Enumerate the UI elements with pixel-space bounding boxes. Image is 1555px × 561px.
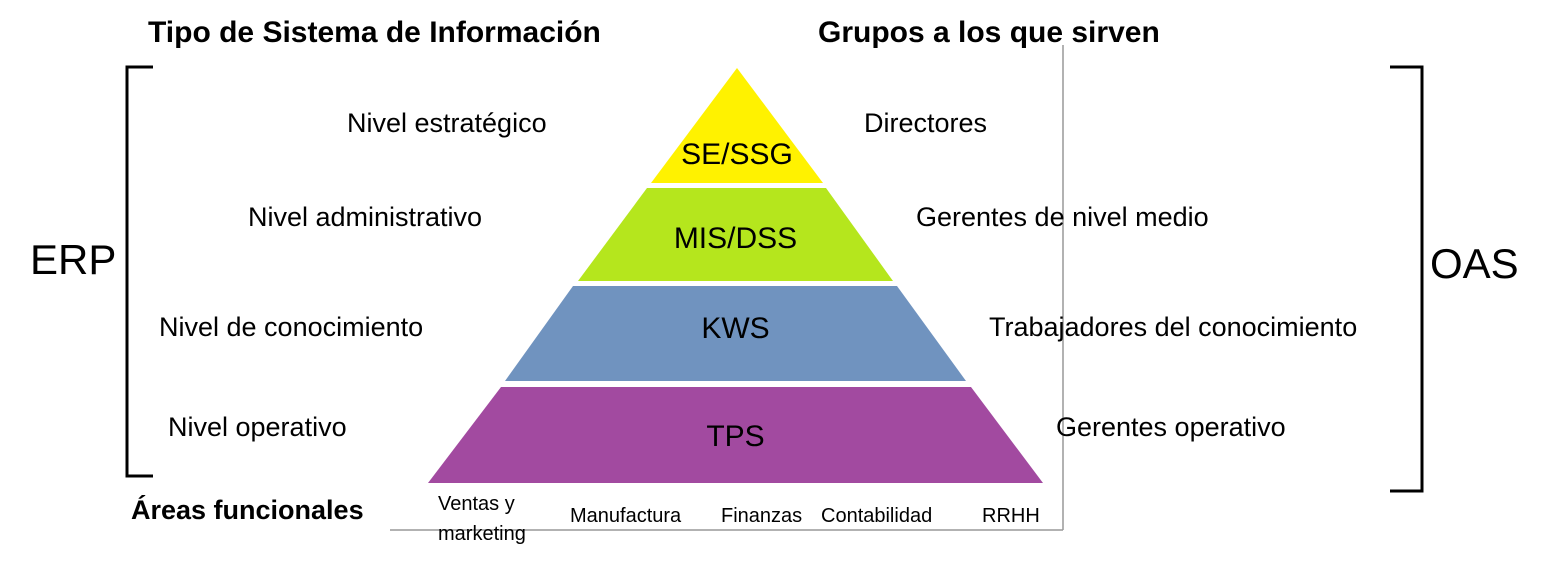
tier-label-mis-dss: MIS/DSS [673, 222, 798, 255]
tier-label-se-ssg: SE/SSG [681, 138, 793, 171]
area-finance: Finanzas [721, 505, 803, 527]
area-hr: RRHH [982, 505, 1040, 527]
header-groups-served: Grupos a los que sirven [818, 16, 1160, 49]
oas-label: OAS [1430, 240, 1519, 287]
level-strategic: Nivel estratégico [347, 108, 547, 138]
header-system-type: Tipo de Sistema de Información [148, 16, 601, 49]
area-sales-marketing: Ventas y marketing [438, 493, 526, 545]
level-operational: Nivel operativo [168, 412, 347, 442]
tier-label-tps: TPS [706, 420, 765, 453]
pyramid-tier-kws [505, 286, 966, 381]
tier-label-kws: KWS [701, 312, 770, 345]
header-functional-areas: Áreas funcionales [131, 495, 364, 525]
right-bracket [1390, 65, 1424, 493]
group-operational-managers: Gerentes operativo [1056, 412, 1286, 442]
level-knowledge: Nivel de conocimiento [159, 312, 424, 342]
group-middle-managers: Gerentes de nivel medio [916, 202, 1209, 232]
left-bracket [125, 65, 153, 478]
area-accounting: Contabilidad [821, 505, 933, 527]
erp-label: ERP [30, 236, 117, 283]
group-knowledge-workers: Trabajadores del conocimiento [989, 312, 1358, 342]
group-directors: Directores [864, 108, 988, 138]
area-manufacturing: Manufactura [570, 505, 682, 527]
pyramid-tier-se-ssg [651, 68, 823, 183]
level-administrative: Nivel administrativo [248, 202, 483, 232]
pyramid-tier-tps [428, 387, 1043, 483]
pyramid-tier-mis-dss [578, 188, 893, 281]
